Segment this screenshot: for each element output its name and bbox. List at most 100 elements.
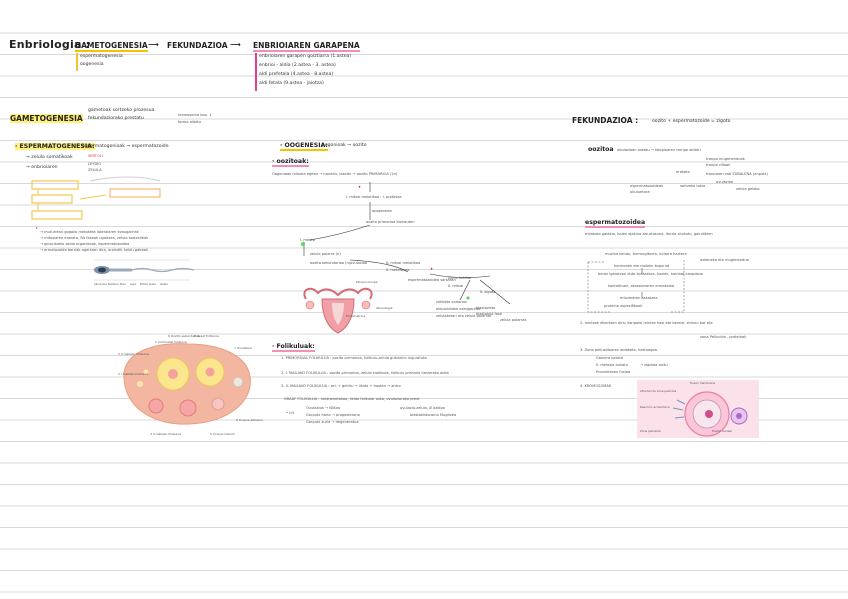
fekundazioa-title: FEKUNDAZIOA : bbox=[572, 116, 639, 125]
fekundazio-flow-lines bbox=[587, 260, 685, 313]
oogen-step: ovulazioa bbox=[350, 261, 368, 265]
foli-item: GRAAF FOLIKULUA : helduenetakoa, likido … bbox=[284, 397, 420, 401]
highlight-bar bbox=[255, 53, 257, 91]
sperm-label: Erdiko pieza bbox=[140, 283, 156, 286]
fek-note: tronparen zati ZABALENA (anpula) bbox=[706, 172, 768, 176]
folikuluak-title: · Folikuluak: bbox=[272, 343, 315, 352]
oogen-step: zelula polarrak bbox=[500, 318, 527, 322]
arrow-icon: ⟶ bbox=[230, 40, 241, 49]
oogenesia-title: · OOGENESIA: bbox=[280, 142, 328, 151]
bullet-line: → muturrean gogoko metaketa lateralaren … bbox=[40, 230, 139, 234]
garapen-item: aldi prefetala (4.astea - 8.astea) bbox=[259, 72, 334, 77]
highlight-bar bbox=[76, 53, 78, 71]
lh-item: Gorputz zuria → degeneratua bbox=[306, 420, 359, 424]
fek-step: beraz igarotzen dute kontaktua, haziek, … bbox=[598, 272, 703, 276]
oogen-step: I. mitosi meiotikoa : I. profasea bbox=[346, 195, 402, 199]
oogen-step: blastokist fase bbox=[476, 312, 503, 316]
fek-note: espermatozoideak bbox=[630, 184, 664, 188]
garapen-item: enbrioiaren garapen goiztiarra (1.astea) bbox=[259, 54, 352, 59]
garapen-item: enbrioi - aldia (2.astea - 3. astea) bbox=[259, 63, 336, 68]
zona-last: 4. KROMOSOMAK bbox=[580, 384, 612, 388]
flow-fekundazioa: FEKUNDAZIOA bbox=[167, 41, 228, 50]
gameto-item: espermatogenesia bbox=[80, 54, 123, 59]
diagram-label: Fusión nuclear bbox=[712, 429, 733, 433]
spermatogenesis-diagram bbox=[31, 176, 161, 220]
oogen-flow: oogonioak → oozito bbox=[322, 143, 367, 148]
foli-item: • LH bbox=[286, 411, 294, 415]
uterus-label: Obulutegia bbox=[376, 306, 393, 310]
sperm-illustration bbox=[94, 259, 195, 281]
ovary-label: 8 Graaf folikulua bbox=[194, 334, 219, 338]
fek-note: zelula gelako bbox=[736, 187, 760, 191]
lh-result: ovulazio-zelula, Ø azidoa bbox=[400, 406, 445, 410]
fertilization-diagram bbox=[637, 380, 759, 438]
oogen-step: zuntz heldua bbox=[448, 276, 472, 280]
svg-text:♦: ♦ bbox=[358, 185, 361, 189]
lh-item: Gorputz horia → progesterona bbox=[306, 413, 360, 417]
foli-item: 2. I. MAILAKO FOLIKULUA : oozito primari… bbox=[281, 371, 449, 375]
fek-note: tronpa zilioak bbox=[706, 163, 731, 167]
fekundazioa-def: oozito + espermatozoide = zigoto bbox=[652, 119, 731, 124]
ovary-label: 9 Oozito sekundarioa bbox=[168, 334, 200, 338]
foli-item: 1. PRIMORDIAL FOLIKULUA : oozito primari… bbox=[281, 356, 427, 360]
note-line: fekundaziorako prestatu bbox=[88, 116, 144, 121]
oogenesis-flow-lines: ♦ ♦ bbox=[300, 182, 511, 305]
uterus-illustration bbox=[303, 287, 373, 334]
oogen-step: oozito primarioa bizirauten bbox=[366, 220, 415, 224]
page-title: Enbriologia : bbox=[9, 38, 91, 51]
ovary-label: 7 Ovulazioa bbox=[234, 346, 252, 350]
sperm-label: Buru bbox=[120, 283, 127, 286]
fek-step: muzina kendu, burmugikorra, indarra hart… bbox=[605, 252, 687, 256]
zona-item: Pronukleoen fusioa bbox=[596, 370, 631, 374]
esper-flow: espermatogonioak → espermatozoide bbox=[82, 144, 169, 149]
espermatozoidea-title: espermatozoidea bbox=[585, 219, 646, 228]
oogen-step: II. zigoto bbox=[480, 290, 496, 294]
oogen-step: ekiporietako ezaugarriak bbox=[436, 307, 481, 311]
fek-step: 2. mintzak elkartzen dira; kanpoko mintz… bbox=[580, 321, 713, 325]
bullet-line: → ermatozoide berriak agertzen dira, ora… bbox=[40, 248, 149, 252]
oozitoak-title: · oozitoak: bbox=[272, 158, 309, 167]
ovary-label: 6 Corpus albicans bbox=[236, 418, 263, 422]
zona-item: Gainera bereizi bbox=[596, 356, 624, 360]
lh-final: blastokistoraino Mugitzea bbox=[410, 413, 457, 417]
oogen-step: zelulaketari eta zelula polarrak bbox=[436, 314, 492, 318]
esper-sub: → zelula somatikoak bbox=[26, 155, 73, 160]
oogen-step: zelula polarra (n) bbox=[310, 252, 341, 256]
sperm-label: Lepo bbox=[130, 283, 137, 286]
oozitoa-label: oozitoa bbox=[588, 146, 614, 153]
fek-step: hormonek eta moleku kopurua bbox=[614, 264, 670, 268]
zelula-label: ZELULA bbox=[88, 168, 102, 172]
ovary-illustration bbox=[123, 343, 251, 425]
fek-step: proteina espezifikoak bbox=[604, 304, 643, 308]
garapen-item: aldi fetala (9.astea - jaiotza) bbox=[259, 81, 324, 86]
oogen-step: espermatozoidea sartzean bbox=[408, 278, 456, 282]
oogen-step: zatiketa ondorioz bbox=[436, 300, 467, 304]
diagram-label: Zona pelluzida bbox=[640, 429, 661, 433]
sperm-label: Isatsa bbox=[160, 283, 168, 286]
oogen-step: blastozisto bbox=[476, 306, 496, 310]
fek-step: azkeneko eta mugimendua bbox=[700, 258, 749, 262]
gameto-item: oogenesia bbox=[80, 62, 104, 67]
note-line: kromosoma kop. ↓ bbox=[178, 113, 213, 117]
sperm-label: Nukleoa bbox=[108, 283, 119, 286]
fek-step: entzimaren askatzea bbox=[620, 296, 658, 300]
uterus-label: Endometrioa bbox=[346, 314, 366, 318]
fek-note: eraketa bbox=[676, 170, 690, 174]
bullet-line: → mitosiaren eraketa, RA faseak ugaltzea… bbox=[40, 236, 149, 240]
fek-note: obuluetara bbox=[630, 190, 650, 194]
note-line: forma aldatu bbox=[178, 120, 202, 124]
oogen-step: II. metafasea bbox=[386, 268, 410, 272]
note-line: gametoak sortzeko prozesua bbox=[88, 108, 155, 113]
zona-item: II. meiosia bukatu bbox=[596, 363, 628, 367]
sertoli-label: SERTOLI bbox=[88, 154, 103, 158]
fek-note: tronpa mugimenduak bbox=[706, 157, 745, 161]
diagram-label: Fusion membrane bbox=[690, 381, 716, 385]
ovary-label: 1 primordial folikulua bbox=[155, 340, 187, 344]
flow-gametogenesia: GAMETOGENESIA bbox=[75, 41, 148, 52]
ovary-label: 4 II mailako folikulua bbox=[150, 432, 181, 436]
oozito-line: obulazioan askatu → falopioaren tronpa a… bbox=[617, 148, 701, 152]
oogen-step: oozito sekundarioa (n) bbox=[310, 261, 351, 265]
fek-step: kontaktuan, akrosomaren erreakzioa bbox=[608, 284, 675, 288]
fek-note: sartzeko tokia bbox=[680, 184, 706, 188]
